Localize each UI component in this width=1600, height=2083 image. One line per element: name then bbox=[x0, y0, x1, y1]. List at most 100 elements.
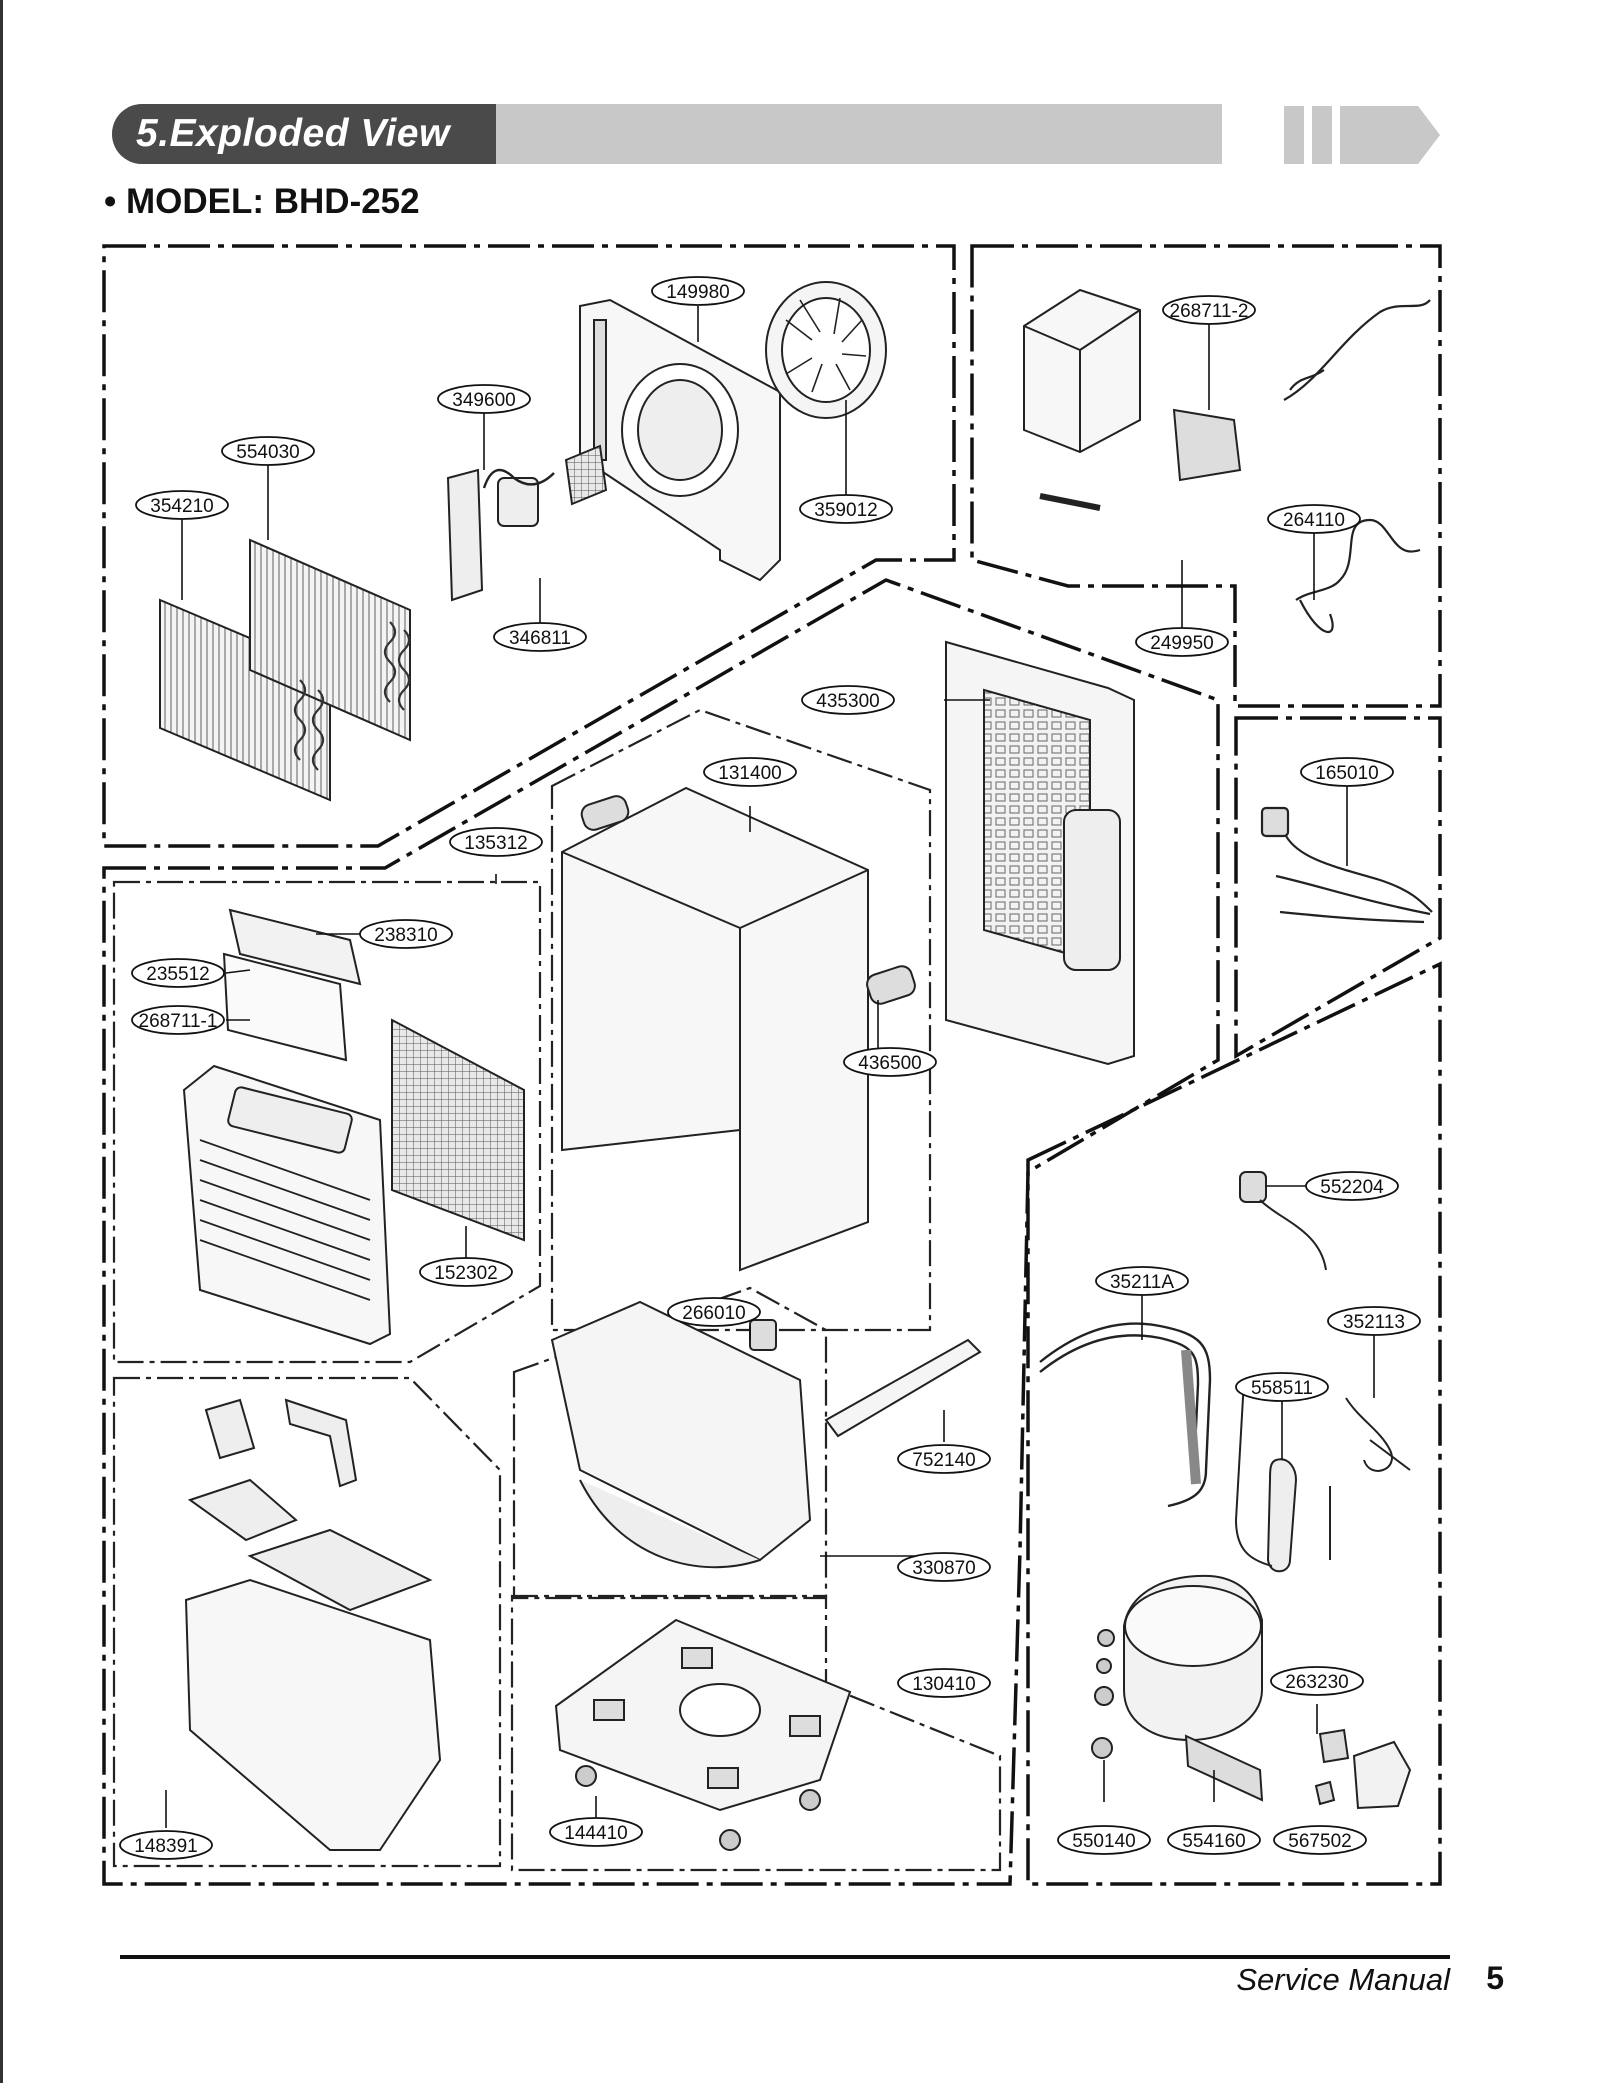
footer-label: Service Manual bbox=[1236, 1962, 1450, 1997]
callout-268711-2: 268711-2 bbox=[1162, 295, 1256, 325]
back-panel-drawing bbox=[945, 640, 1135, 1066]
callout-550140: 550140 bbox=[1057, 1825, 1151, 1855]
callout-359012: 359012 bbox=[799, 494, 893, 524]
svg-text:436500: 436500 bbox=[858, 1053, 921, 1074]
callout-330870: 330870 bbox=[897, 1552, 991, 1582]
callout-554160: 554160 bbox=[1167, 1825, 1261, 1855]
callout-135312: 135312 bbox=[449, 827, 543, 857]
float-switch-drawing bbox=[1239, 1171, 1327, 1271]
callout-263230: 263230 bbox=[1270, 1666, 1364, 1696]
base-pan-drawing bbox=[554, 1618, 852, 1851]
filter-drier-drawing bbox=[1234, 1379, 1298, 1573]
svg-text:266010: 266010 bbox=[682, 1303, 745, 1324]
frame-fan-condenser bbox=[102, 244, 956, 848]
cabinet-drawing bbox=[561, 786, 916, 1272]
callout-558511: 558511 bbox=[1235, 1372, 1329, 1402]
wire-harness-drawing bbox=[1283, 299, 1431, 633]
drain-assembly-drawing bbox=[550, 1300, 812, 1569]
svg-text:238310: 238310 bbox=[374, 925, 437, 946]
section-header-tab bbox=[112, 104, 496, 164]
svg-text:268711-1: 268711-1 bbox=[139, 1011, 218, 1032]
drain-hose-drawing bbox=[824, 1338, 982, 1438]
svg-text:352113: 352113 bbox=[1343, 1312, 1405, 1333]
frame-base bbox=[510, 1594, 1002, 1872]
callout-436500: 436500 bbox=[843, 1047, 937, 1077]
motor-drawing bbox=[446, 444, 608, 602]
callout-264110: 264110 bbox=[1267, 504, 1361, 534]
control-box-drawing bbox=[1023, 288, 1242, 511]
callout-567502: 567502 bbox=[1273, 1825, 1367, 1855]
svg-text:135312: 135312 bbox=[464, 833, 527, 854]
frame-sensor bbox=[1234, 716, 1442, 1060]
svg-text:354210: 354210 bbox=[150, 496, 213, 517]
svg-text:552204: 552204 bbox=[1320, 1177, 1384, 1198]
callout-352113: 352113 bbox=[1327, 1306, 1421, 1336]
page-number: 5 bbox=[1486, 1960, 1504, 1996]
svg-text:263230: 263230 bbox=[1285, 1672, 1348, 1693]
svg-text:550140: 550140 bbox=[1072, 1831, 1135, 1852]
front-grille-drawing bbox=[182, 1064, 392, 1346]
callout-554030: 554030 bbox=[221, 436, 315, 466]
svg-text:346811: 346811 bbox=[509, 628, 571, 649]
callout-249950: 249950 bbox=[1135, 627, 1229, 657]
svg-text:165010: 165010 bbox=[1315, 763, 1378, 784]
callout-152302: 152302 bbox=[419, 1257, 513, 1287]
svg-text:554030: 554030 bbox=[236, 442, 299, 463]
condenser-drawing bbox=[159, 538, 411, 802]
svg-text:554160: 554160 bbox=[1182, 1831, 1245, 1852]
callout-268711-1: 268711-1 bbox=[131, 1005, 225, 1035]
callout-35211A: 35211A bbox=[1095, 1266, 1189, 1296]
svg-text:152302: 152302 bbox=[434, 1263, 497, 1284]
section-title: 5.Exploded View bbox=[136, 112, 450, 155]
frame-bucket bbox=[112, 1376, 502, 1868]
electrical-parts-drawing bbox=[1314, 1728, 1412, 1810]
callout-165010: 165010 bbox=[1300, 757, 1394, 787]
svg-text:435300: 435300 bbox=[816, 691, 879, 712]
callout-349600: 349600 bbox=[437, 384, 531, 414]
svg-text:752140: 752140 bbox=[912, 1450, 975, 1471]
svg-text:149980: 149980 bbox=[666, 282, 729, 303]
callout-130410: 130410 bbox=[897, 1668, 991, 1698]
frame-control-box bbox=[970, 244, 1442, 708]
callout-235512: 235512 bbox=[131, 958, 225, 988]
page-left-edge bbox=[0, 0, 3, 2083]
callout-148391: 148391 bbox=[119, 1830, 213, 1860]
svg-text:330870: 330870 bbox=[912, 1558, 975, 1579]
callout-346811: 346811 bbox=[493, 622, 587, 652]
callout-435300: 435300 bbox=[801, 685, 895, 715]
leader-lines bbox=[165, 306, 1375, 1828]
svg-text:264110: 264110 bbox=[1283, 510, 1345, 531]
frame-compressor bbox=[1026, 961, 1442, 1886]
svg-text:35211A: 35211A bbox=[1110, 1272, 1174, 1293]
callout-266010: 266010 bbox=[667, 1297, 761, 1327]
svg-text:131400: 131400 bbox=[718, 763, 781, 784]
frame-front-grille bbox=[112, 880, 542, 1364]
svg-text:359012: 359012 bbox=[814, 500, 877, 521]
callout-552204: 552204 bbox=[1305, 1171, 1399, 1201]
fan-housing-drawing bbox=[579, 298, 781, 582]
fan-drawing bbox=[765, 281, 887, 419]
callout-labels: 149980 349600 554030 354210 359012 34681… bbox=[119, 276, 1421, 1860]
sensor-drawing bbox=[1260, 806, 1433, 924]
footer-rule bbox=[120, 1955, 1450, 1959]
svg-text:567502: 567502 bbox=[1288, 1831, 1351, 1852]
callout-131400: 131400 bbox=[703, 757, 797, 787]
bucket-drawing bbox=[184, 1398, 442, 1851]
control-panel-drawing bbox=[222, 908, 362, 1062]
air-filter-drawing bbox=[391, 1018, 525, 1242]
svg-text:249950: 249950 bbox=[1150, 633, 1213, 654]
svg-text:148391: 148391 bbox=[134, 1836, 197, 1857]
callout-144410: 144410 bbox=[549, 1817, 643, 1847]
discharge-pipe-drawing bbox=[1039, 1322, 1212, 1508]
compressor-drawing bbox=[1091, 1574, 1264, 1802]
svg-text:130410: 130410 bbox=[912, 1674, 975, 1695]
callout-752140: 752140 bbox=[897, 1444, 991, 1474]
header-decor-bars bbox=[1284, 106, 1440, 164]
section-frames bbox=[102, 244, 1442, 1886]
svg-text:268711-2: 268711-2 bbox=[1170, 301, 1249, 322]
svg-text:349600: 349600 bbox=[452, 390, 515, 411]
svg-text:235512: 235512 bbox=[146, 964, 209, 985]
svg-text:558511: 558511 bbox=[1251, 1378, 1313, 1399]
callout-354210: 354210 bbox=[135, 490, 229, 520]
